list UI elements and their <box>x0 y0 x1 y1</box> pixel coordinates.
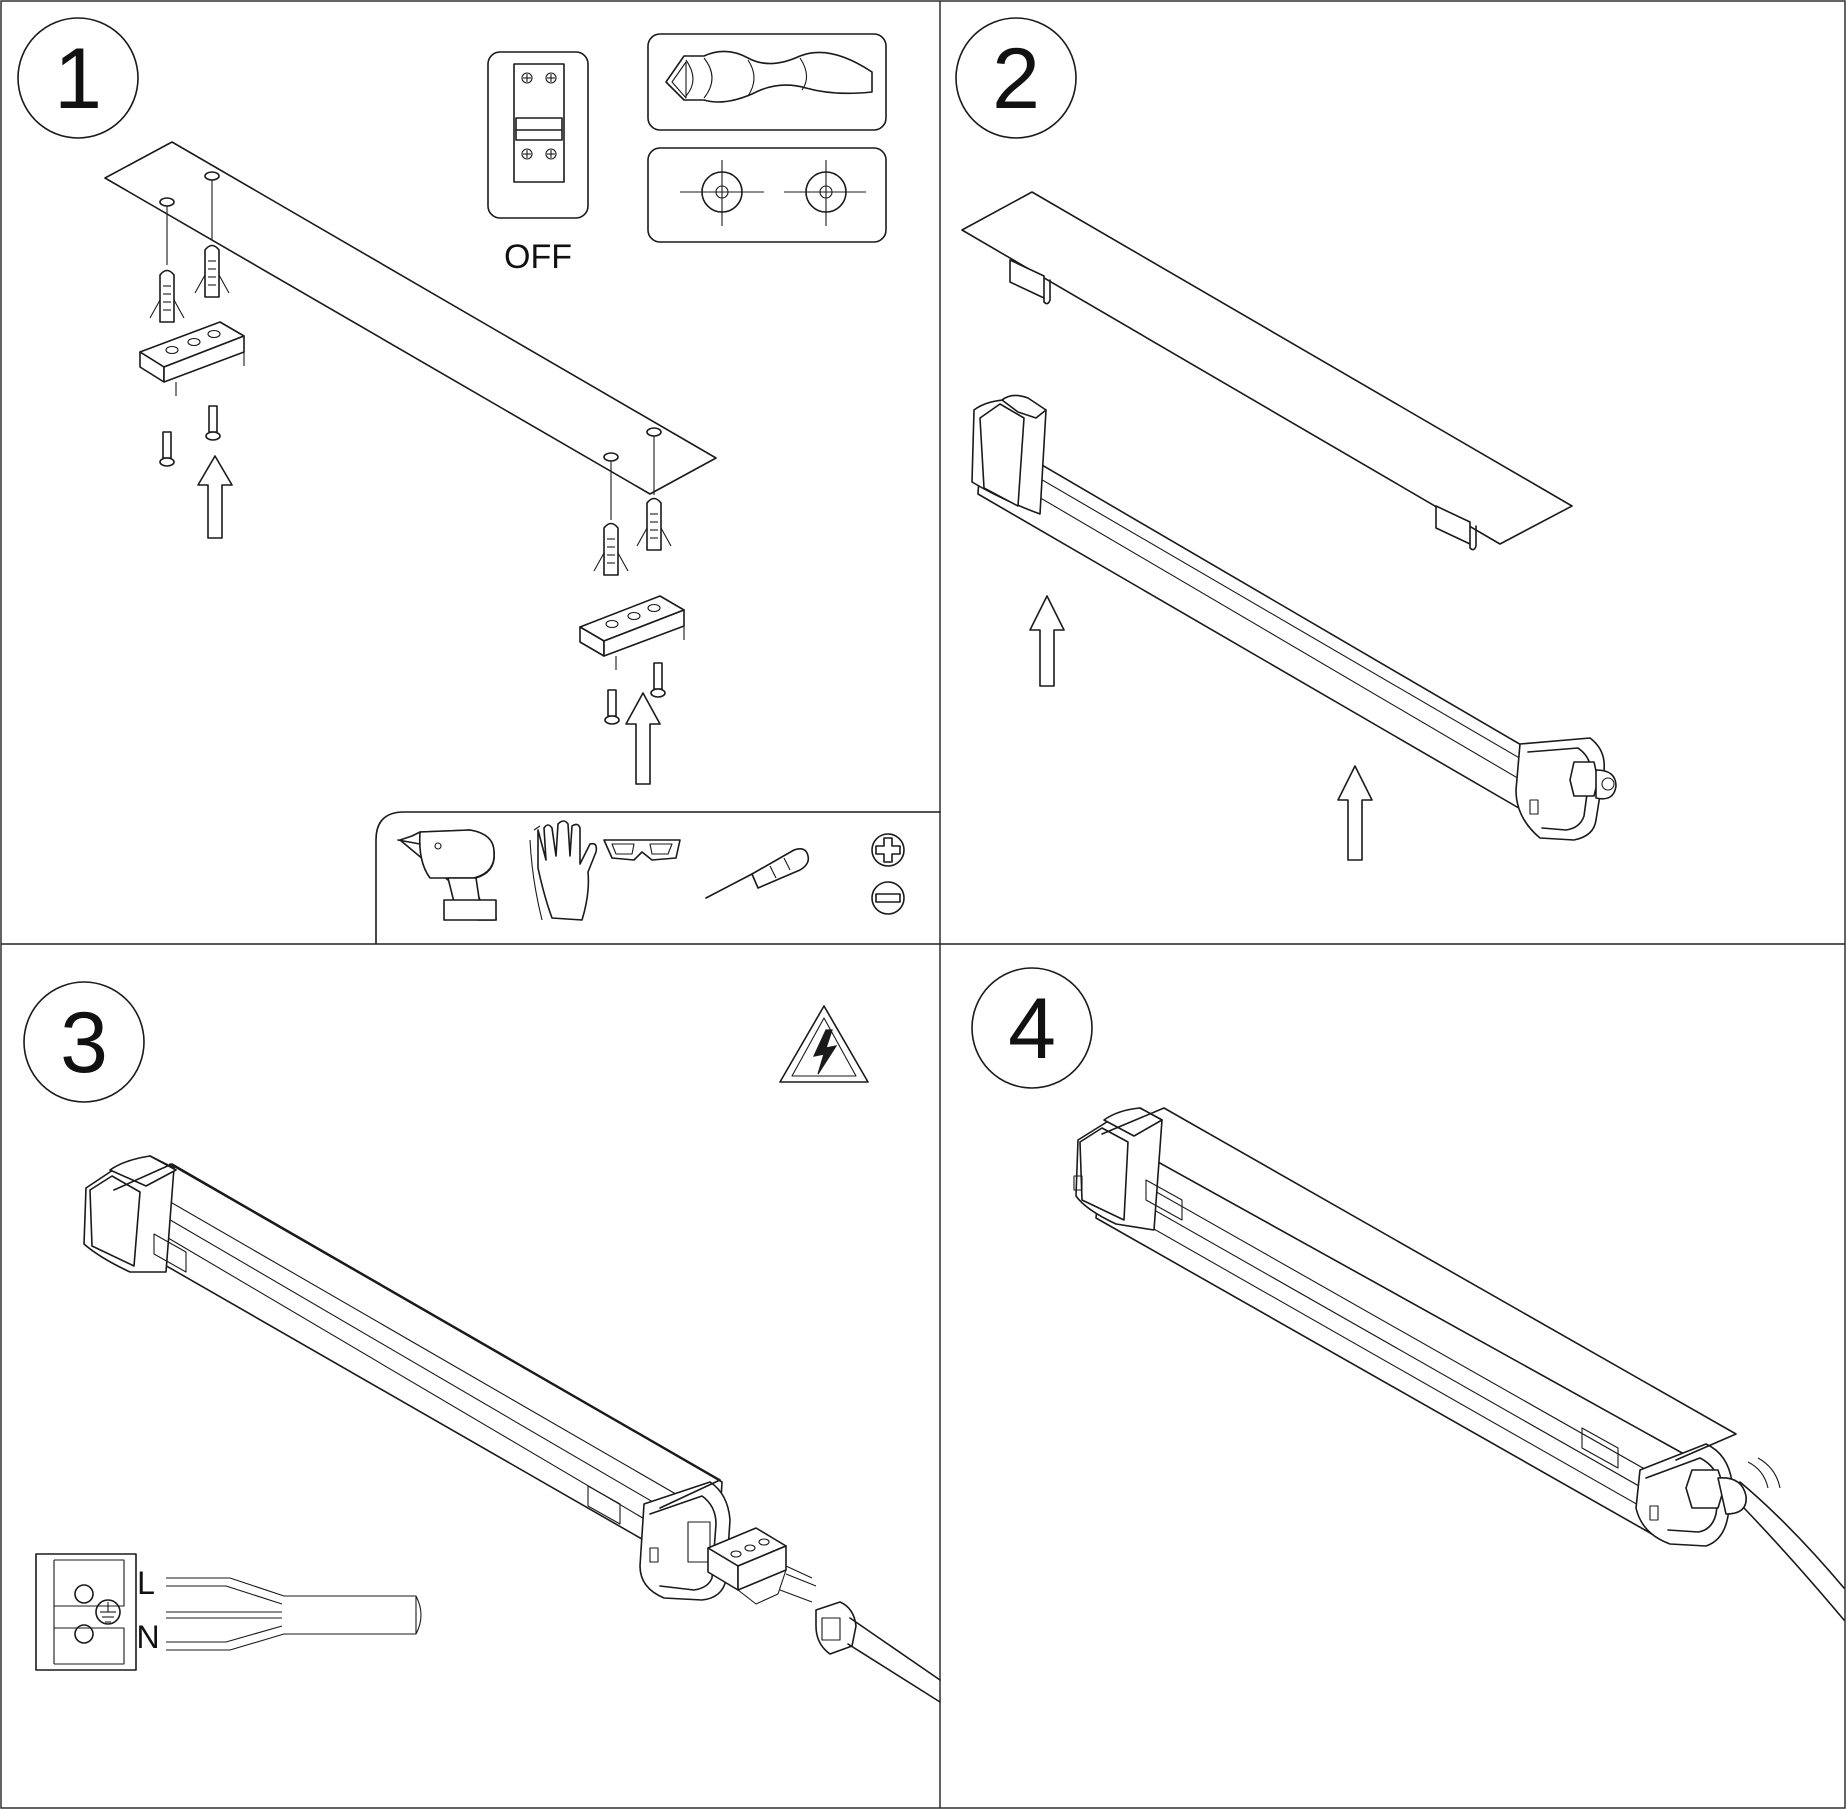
tool-tray <box>375 811 941 944</box>
screwdriver-icon <box>705 848 810 899</box>
step-1-panel: 1 <box>17 17 941 944</box>
step-3-badge: 3 <box>23 981 145 1103</box>
circuit-breaker-icon <box>487 51 589 219</box>
up-arrow <box>197 455 233 539</box>
drill-bit-icon <box>647 33 887 131</box>
up-arrow <box>625 692 661 785</box>
screw <box>205 405 221 441</box>
step-2-badge: 2 <box>955 17 1077 139</box>
step-number: 1 <box>54 31 102 127</box>
ceiling-surface <box>104 141 717 495</box>
mounting-clip <box>1009 259 1051 305</box>
step-number: 2 <box>992 31 1040 127</box>
wall-plug <box>593 522 629 576</box>
luminaire <box>83 1155 731 1601</box>
gloves-icon <box>529 820 598 921</box>
drill-hole-marks-icon <box>647 147 887 243</box>
cable-gland <box>1717 1457 1845 1621</box>
wall-plug <box>149 269 185 323</box>
luminaire-cover <box>113 1163 721 1509</box>
ground-terminal-icon <box>95 1599 121 1625</box>
wall-plug <box>194 244 230 298</box>
step-4-badge: 4 <box>971 967 1093 1089</box>
electrical-hazard-icon <box>779 1005 869 1083</box>
cable-gland <box>815 1601 941 1703</box>
wiring-terminal-diagram: L N <box>35 1553 422 1671</box>
terminal-block <box>707 1527 817 1605</box>
step-2-panel: 2 <box>955 17 1617 861</box>
safety-goggles-icon <box>603 839 681 861</box>
up-arrow <box>1029 595 1065 687</box>
breaker-off-label: OFF <box>504 238 572 276</box>
luminaire-cover <box>1101 1107 1737 1461</box>
luminaire <box>971 394 1617 841</box>
neutral-wire-label: N <box>136 1619 159 1655</box>
mounting-clip <box>1435 505 1477 551</box>
live-wire-label: L <box>137 1565 155 1601</box>
up-arrow <box>1337 765 1373 861</box>
screw <box>604 689 620 725</box>
ceiling-surface <box>961 191 1573 545</box>
slotted-head-icon <box>871 881 905 915</box>
step-1-badge: 1 <box>17 17 139 139</box>
phillips-head-icon <box>871 833 905 867</box>
mounting-clip <box>139 321 245 396</box>
wall-plug <box>636 497 672 551</box>
step-3-panel: 3 <box>23 981 941 1703</box>
step-number: 4 <box>1008 981 1056 1077</box>
step-number: 3 <box>60 995 108 1091</box>
step-4-panel: 4 <box>971 967 1845 1621</box>
cordless-drill-icon <box>397 829 497 921</box>
luminaire <box>1073 1107 1733 1547</box>
mounting-clip <box>579 595 685 670</box>
screw <box>159 431 175 467</box>
screw <box>650 662 666 698</box>
